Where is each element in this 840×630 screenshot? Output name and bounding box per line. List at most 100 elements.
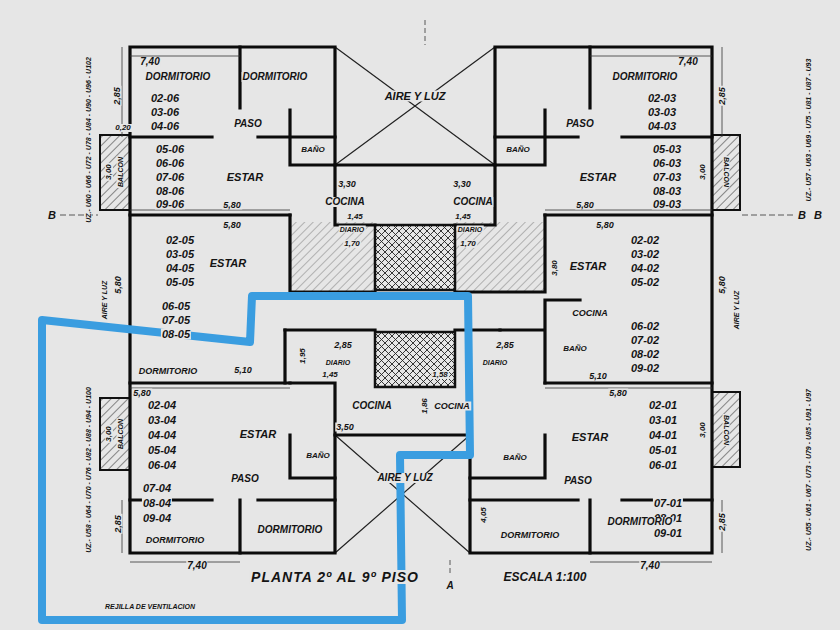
plan-label: BALCON [723,414,730,446]
plan-label: 05-02 [630,277,660,288]
plan-label: 07-02 [630,335,660,346]
plan-label: ESTAR [571,432,609,443]
plan-label: DORMITORIO [145,536,205,545]
plan-label: ESTAR [226,172,264,183]
plan-label: 7,40 [677,57,698,67]
plan-label: 06-05 [161,301,191,312]
plan-label: DIARIO [482,359,509,366]
plan-label: 2,85 [495,341,515,350]
plan-label: DORMITORIO [242,72,309,82]
plan-label: 09-06 [155,199,185,210]
plan-label: ESTAR [569,261,607,272]
plan-label: 03-03 [647,107,677,118]
plan-label: AIRE Y LUZ [101,280,108,321]
plan-label: 03-02 [630,249,660,260]
plan-label: UZ.- U58 - U64 - U70 - U76 - U82 - U88 -… [85,386,92,554]
plan-label: DORMITORIO [257,525,324,535]
plan-label: 08-05 [161,329,191,340]
plan-label: DIARIO [339,226,366,233]
plan-label: 06-02 [630,321,660,332]
plan-label: B [47,210,57,221]
plan-label: 1,45 [346,213,364,221]
plan-label: BALCON [117,156,124,188]
plan-label: COCINA [433,402,471,411]
plan-label: A [445,581,454,591]
plan-label: 5,80 [575,201,595,210]
plan-label: 03-06 [150,107,180,118]
plan-label: 3,30 [337,180,357,189]
plan-label: 05-06 [155,144,185,155]
plan-label: UZ.- U55 - U61 - U67 - U73 - U79 - U85 -… [805,388,812,552]
plan-label: 3,00 [699,421,707,439]
plan-label: BAÑO [305,452,331,460]
plan-label: 04-03 [647,121,677,132]
plan-label: 5,80 [132,389,152,398]
plan-label: 07-03 [652,172,682,183]
plan-label: PASO [565,119,595,129]
plan-label: 1,95 [299,347,307,365]
plan-label: BALCON [117,418,124,450]
plan-label: 05-04 [147,445,177,456]
plan-label: 0,20 [114,124,132,132]
plan-label: 1,45 [321,371,339,379]
core-hatch [290,222,545,387]
plan-label: 5,80 [222,221,242,230]
highlight-outline [42,296,470,620]
plan-label: COCINA [351,401,392,411]
plan-label: AIRE Y LUZ [376,473,433,483]
plan-label: 04-04 [147,430,177,441]
plan-label: 03-05 [165,249,195,260]
plan-label: ESTAR [579,172,617,183]
plan-label: 08-02 [630,349,660,360]
plan-label: 02-02 [630,235,660,246]
plan-label: B [813,210,823,221]
plan-label: UZ.- U60 - U66 - U72 - U78 - U84 - U90 -… [85,56,92,224]
plan-label: COCINA [324,197,365,207]
plan-label: 05-03 [652,144,682,155]
plan-label: 3,30 [452,180,472,189]
plan-label: 09-04 [142,513,172,524]
plan-label: 08-04 [142,498,172,509]
plan-label: DORMITORIO [138,367,198,376]
plan-label: 04-05 [165,263,195,274]
plan-label: B [797,210,807,221]
plan-label: DORMITORIO [145,72,212,82]
plan-label: 02-04 [147,400,177,411]
plan-label: 08-03 [652,186,682,197]
plan-label: 03-01 [648,415,678,426]
plan-label: 07-01 [653,498,683,509]
plan-label: 04-01 [648,430,678,441]
plan-label: 04-02 [630,263,660,274]
plan-label: BALCON [723,156,730,188]
plan-label: DORMITORIO [500,531,560,540]
plan-label: COCINA [571,309,609,318]
plan-label: 07-04 [142,483,172,494]
plan-label: 2,85 [333,341,353,350]
plan-label: BAÑO [300,146,326,154]
plan-label: 1,86 [421,397,429,415]
plan-label: 09-01 [653,528,683,539]
plan-label: 5,10 [588,372,608,381]
plan-label: AIRE Y LUZ [384,91,447,102]
plan-title: PLANTA 2º AL 9º PISO [249,570,421,584]
plan-label: 2,85 [718,86,727,106]
plan-label: 05-05 [165,277,195,288]
plan-label: BAÑO [505,146,531,154]
plan-label: 02-03 [647,93,677,104]
plan-label: DIARIO [325,359,352,366]
plan-label: 1,58 [431,371,449,379]
plan-label: 08-06 [155,186,185,197]
plan-label: PASO [230,474,260,484]
plan-label: 1,45 [454,213,472,221]
plan-label: 3,50 [335,423,355,432]
plan-label: 7,40 [186,561,207,571]
plan-label: 06-04 [147,460,177,471]
plan-label: 7,40 [639,561,660,571]
plan-label: 05-01 [648,445,678,456]
plan-label: 1,70 [459,240,477,248]
plan-label: 3,00 [105,163,113,181]
plan-label: 3,80 [551,259,559,277]
plan-label: 1,70 [343,240,361,248]
plan-label: 5,80 [222,201,242,210]
